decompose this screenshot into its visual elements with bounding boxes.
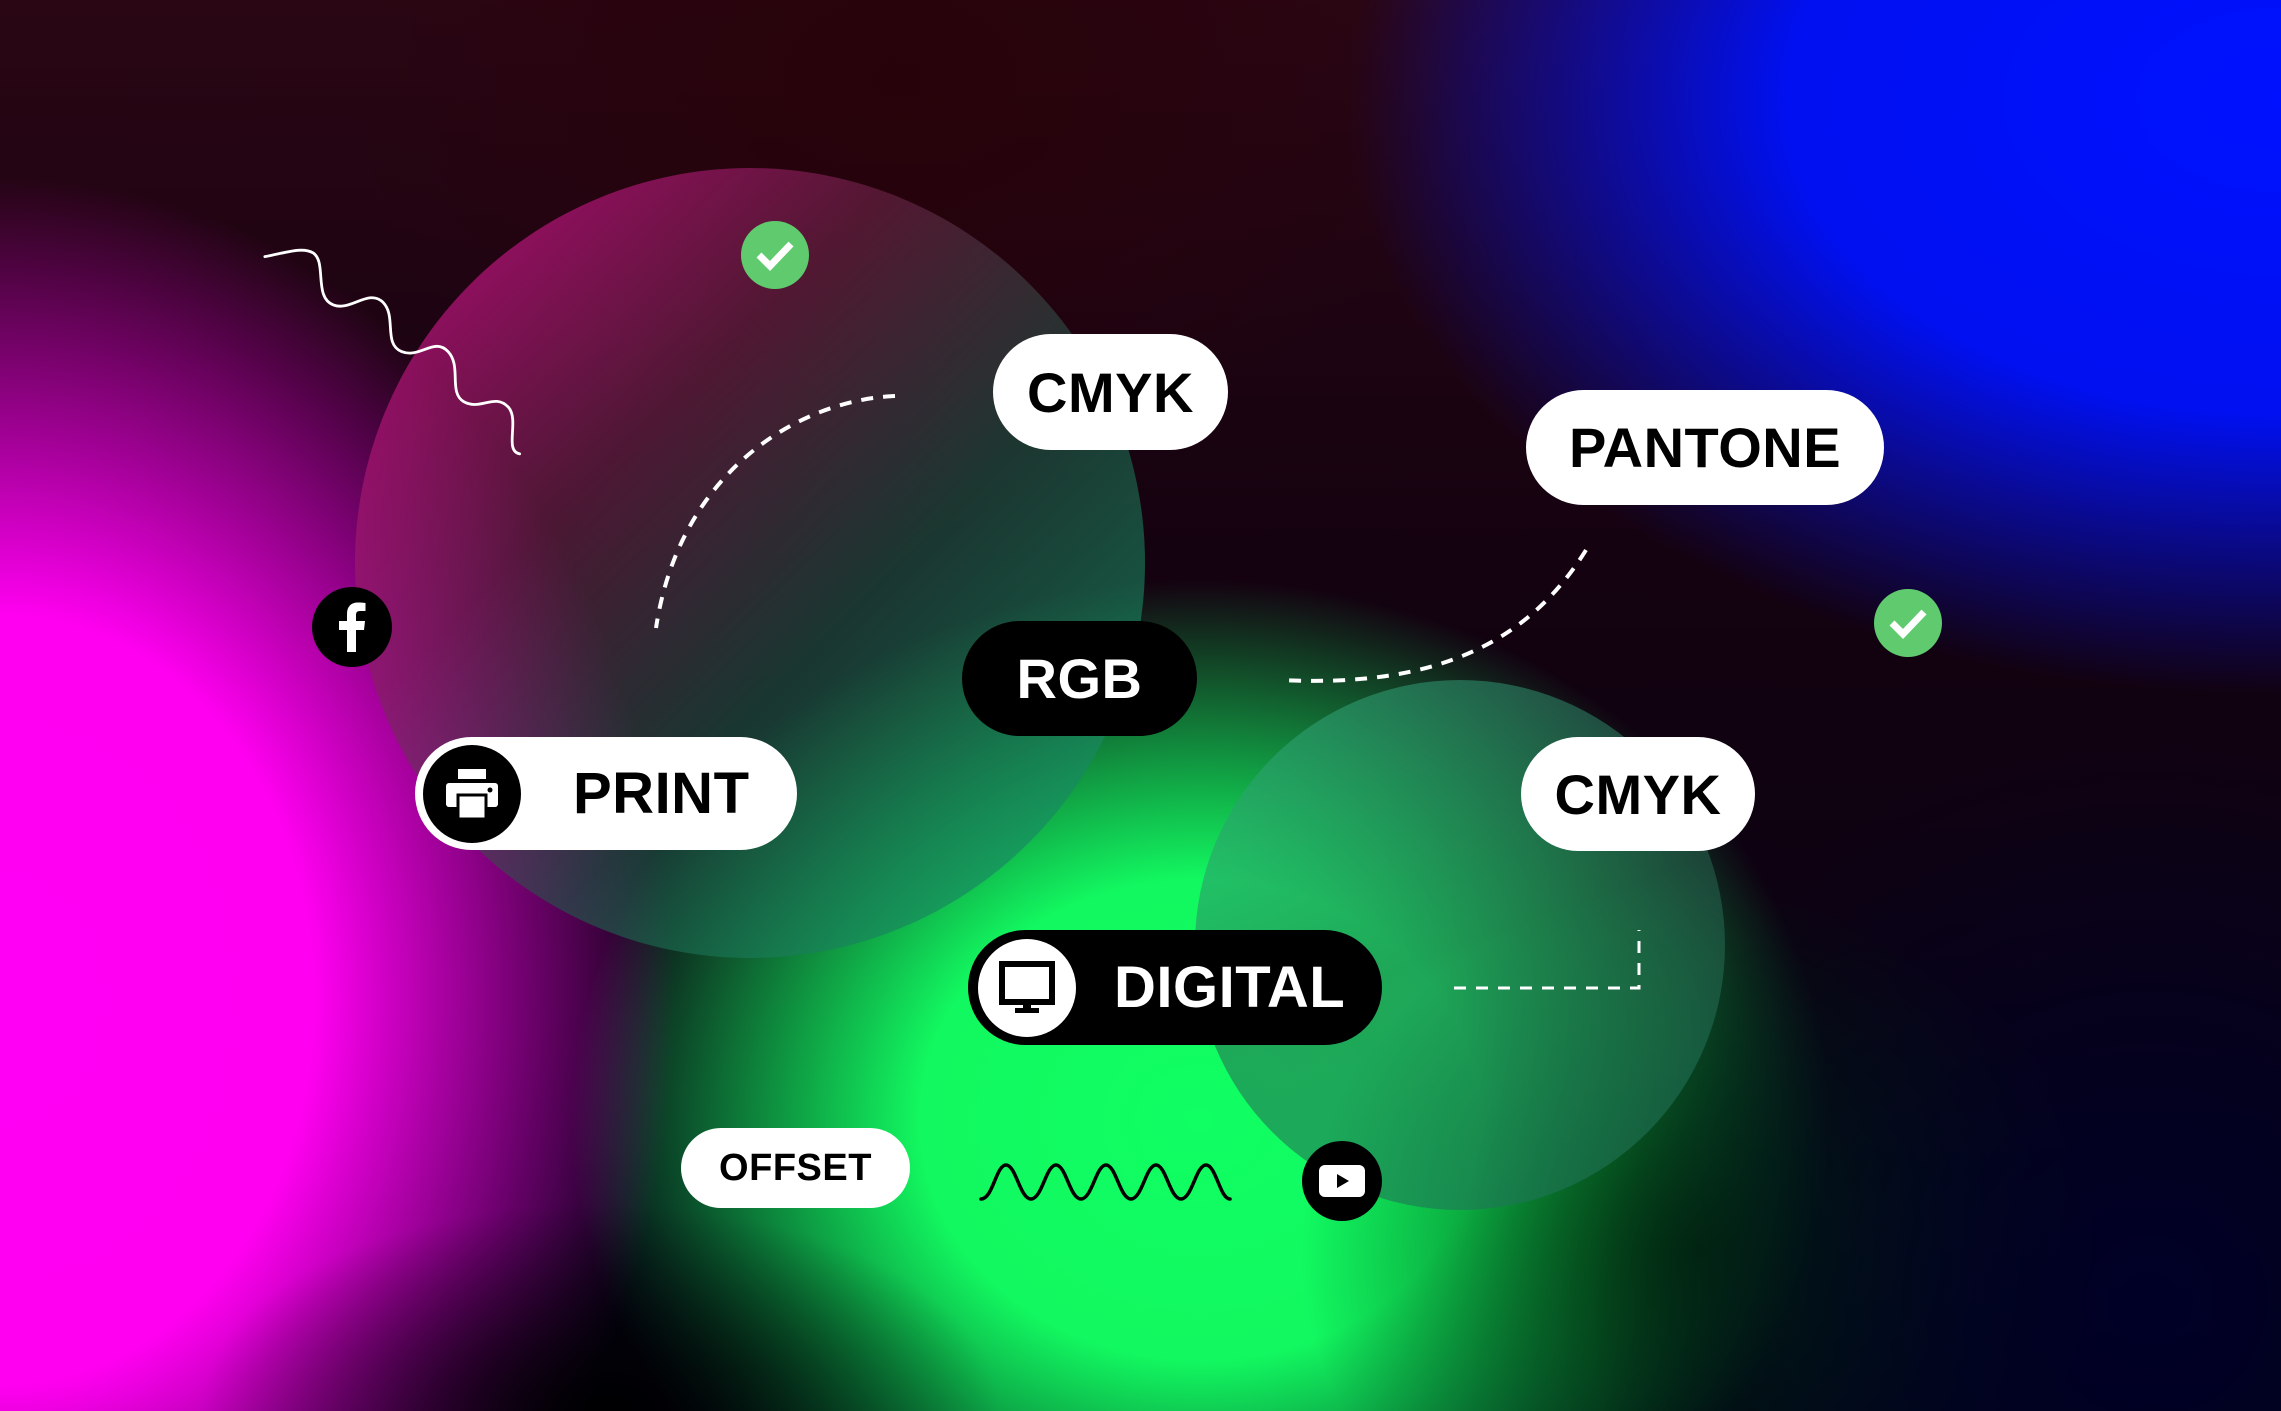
tag-label: CMYK [1027,360,1194,424]
tag-print: PRINT [415,737,797,850]
tag-label: DIGITAL [1114,955,1346,1020]
tag-label: PRINT [573,761,750,826]
tag-digital: DIGITAL [968,930,1382,1045]
tag-label: PANTONE [1568,416,1842,479]
check-icon [1874,589,1942,657]
tag-cmyk-top: CMYK [993,334,1228,450]
tag-label: OFFSET [719,1146,872,1189]
tag-rgb: RGB [962,621,1197,736]
printer-icon [423,744,521,843]
tag-label: CMYK [1554,762,1722,826]
facebook-icon [312,587,392,667]
tag-label: RGB [1016,647,1143,710]
tag-offset: OFFSET [681,1128,910,1208]
monitor-icon [978,938,1076,1037]
tag-cmyk-right: CMYK [1521,737,1755,851]
tag-pantone: PANTONE [1526,390,1884,505]
check-icon [741,221,809,289]
youtube-icon [1302,1141,1382,1221]
